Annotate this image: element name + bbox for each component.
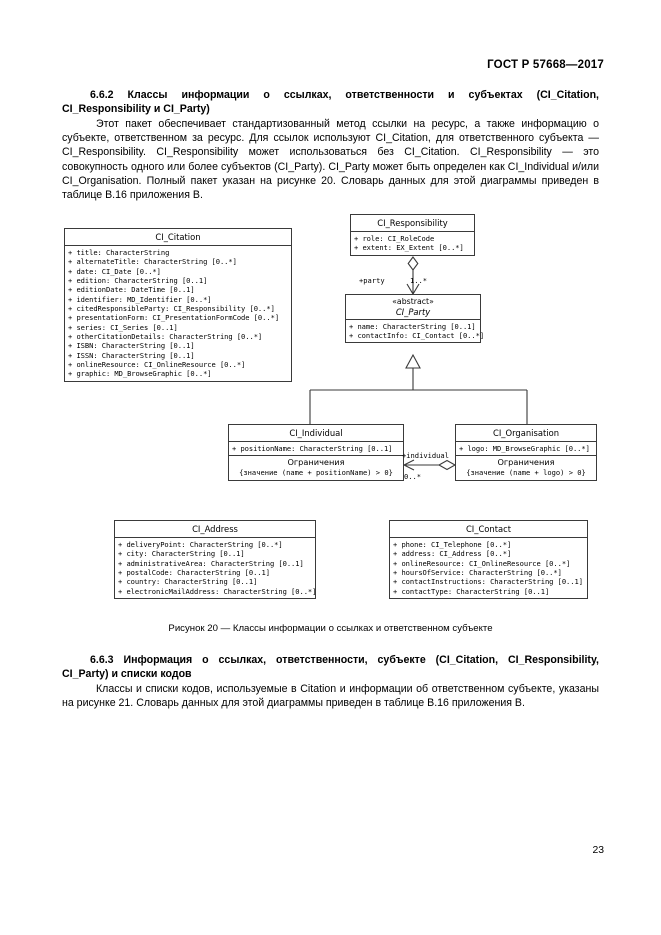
- class-separator: [456, 455, 596, 457]
- class-attributes-ci-party: + name: CharacterString [0..1] + contact…: [346, 320, 485, 343]
- attribute: + hoursOfService: CharacterString [0..*]: [393, 568, 562, 578]
- aggregation-diamond-organisation: [437, 459, 457, 471]
- constraint-body-individual: {значение (name + positionName) > 0}: [239, 468, 393, 478]
- uml-class-ci-individual: CI_Individual + positionName: CharacterS…: [228, 424, 404, 482]
- attribute: + phone: CI_Telephone [0..*]: [393, 540, 512, 549]
- attribute: + electronicMailAddress: CharacterString…: [118, 586, 317, 596]
- constraint-body-organisation: {значение (name + logo) > 0}: [466, 468, 586, 478]
- class-separator: [65, 245, 291, 246]
- attribute: + date: CI_Date [0..*]: [68, 266, 161, 276]
- class-attributes-ci-organisation: + logo: MD_BrowseGraphic [0..*]: [456, 442, 596, 455]
- attribute: + onlineResource: CI_OnlineResource [0..…: [393, 558, 571, 568]
- attribute: + logo: MD_BrowseGraphic [0..*]: [459, 444, 590, 453]
- uml-class-ci-party: «abstract» CI_Party + name: CharacterStr…: [345, 294, 485, 344]
- class-title-ci-organisation: CI_Organisation: [492, 428, 559, 438]
- uml-class-ci-organisation: CI_Organisation + logo: MD_BrowseGraphic…: [455, 424, 597, 482]
- class-attributes-ci-contact: + phone: CI_Telephone [0..*] + address: …: [390, 538, 587, 598]
- attribute: + address: CI_Address [0..*]: [393, 549, 512, 559]
- class-separator: [351, 231, 474, 232]
- class-title-ci-address: CI_Address: [192, 524, 238, 534]
- attribute: + series: CI_Series [0..1]: [68, 322, 178, 332]
- edge-role-label-party: +party: [359, 276, 385, 285]
- uml-class-ci-citation: CI_Citation + title: CharacterString + a…: [64, 228, 292, 382]
- class-title-ci-party: «abstract» CI_Party: [346, 295, 480, 319]
- class-title-ci-citation: CI_Citation: [155, 232, 201, 242]
- attribute: + presentationForm: CI_PresentationFormC…: [68, 313, 280, 323]
- class-stereotype: «abstract»: [392, 297, 434, 306]
- class-attributes-ci-citation: + title: CharacterString + alternateTitl…: [65, 246, 291, 381]
- class-title-ci-contact: CI_Contact: [465, 524, 512, 534]
- class-separator: [229, 455, 403, 457]
- class-separator: [115, 537, 315, 538]
- attribute: + identifier: MD_Identifier [0..*]: [68, 294, 212, 304]
- attribute: + graphic: MD_BrowseGraphic [0..*]: [68, 369, 212, 379]
- class-title-ci-individual: CI_Individual: [289, 428, 343, 438]
- section-body-6-6-3: Классы и списки кодов, используемые в Ci…: [62, 683, 599, 710]
- class-separator: [229, 441, 403, 442]
- uml-class-ci-contact: CI_Contact + phone: CI_Telephone [0..*] …: [389, 520, 588, 600]
- attribute: + ISBN: CharacterString [0..1]: [68, 341, 195, 351]
- attribute: + edition: CharacterString [0..1]: [68, 276, 208, 286]
- edge-role-label-individual: +individual: [402, 451, 449, 460]
- attribute: + citedResponsibleParty: CI_Responsibili…: [68, 304, 275, 314]
- running-head-standard-number: ГОСТ Р 57668—2017: [487, 59, 604, 71]
- attribute: + administrativeArea: CharacterString [0…: [118, 558, 304, 568]
- figure-caption-20: Рисунок 20 — Классы информации о ссылках…: [168, 623, 493, 634]
- attribute: + otherCitationDetails: CharacterString …: [68, 332, 263, 342]
- attribute: + contactInfo: CI_Contact [0..*]: [349, 330, 485, 340]
- attribute: + extent: EX_Extent [0..*]: [354, 243, 464, 253]
- attribute: + alternateTitle: CharacterString [0..*]: [68, 257, 237, 267]
- attribute: + title: CharacterString: [68, 248, 170, 257]
- class-separator: [390, 537, 587, 538]
- diagram-connectors: CI_Party (shared aggregation, open diamo…: [309, 256, 528, 471]
- attribute: + ISSN: CharacterString [0..1]: [68, 350, 195, 360]
- attribute: + editionDate: DateTime [0..1]: [68, 285, 195, 295]
- attribute: + country: CharacterString [0..1]: [118, 577, 258, 587]
- class-attributes-ci-address: + deliveryPoint: CharacterString [0..*] …: [115, 538, 317, 598]
- generalization-triangle-party: [405, 353, 421, 369]
- attribute: + deliveryPoint: CharacterString [0..*]: [118, 540, 283, 549]
- uml-class-diagram-figure-20: CI_Party (shared aggregation, open diamo…: [0, 200, 661, 615]
- constraint-header-organisation: Ограничения: [497, 457, 555, 468]
- edge-multiplicity-label-party: 1..*: [410, 276, 428, 285]
- attribute: + city: CharacterString [0..1]: [118, 549, 245, 559]
- edge-multiplicity-label-individual: 0..*: [404, 472, 422, 481]
- class-separator: [456, 441, 596, 442]
- attribute: + onlineResource: CI_OnlineResource [0..…: [68, 360, 246, 370]
- attribute: + role: CI_RoleCode: [354, 234, 435, 243]
- class-name-abstract: CI_Party: [395, 306, 431, 317]
- class-attributes-ci-individual: + positionName: CharacterString [0..1]: [229, 442, 403, 455]
- section-body-6-6-2: Этот пакет обеспечивает стандартизованны…: [62, 118, 599, 202]
- attribute: + positionName: CharacterString [0..1]: [232, 444, 393, 453]
- page-number: 23: [592, 845, 604, 856]
- constraint-header-individual: Ограничения: [287, 457, 345, 468]
- attribute: + name: CharacterString [0..1]: [349, 321, 476, 331]
- aggregation-diamond-responsibility: [407, 256, 419, 271]
- class-attributes-ci-responsibility: + role: CI_RoleCode + extent: EX_Extent …: [351, 232, 474, 255]
- attribute: + contactType: CharacterString [0..1]: [393, 586, 550, 596]
- class-title-ci-responsibility: CI_Responsibility: [377, 218, 448, 228]
- section-heading-6-6-3: 6.6.3 Информация о ссылках, ответственно…: [62, 654, 599, 681]
- uml-class-ci-responsibility: CI_Responsibility + role: CI_RoleCode + …: [350, 214, 475, 256]
- attribute: + contactInstructions: CharacterString […: [393, 577, 583, 587]
- uml-class-ci-address: CI_Address + deliveryPoint: CharacterStr…: [114, 520, 317, 600]
- arrowhead-individual: [402, 459, 415, 471]
- section-heading-6-6-2: 6.6.2 Классы информации о ссылках, ответ…: [62, 89, 599, 116]
- class-separator: [346, 318, 480, 320]
- attribute: + postalCode: CharacterString [0..1]: [118, 568, 270, 578]
